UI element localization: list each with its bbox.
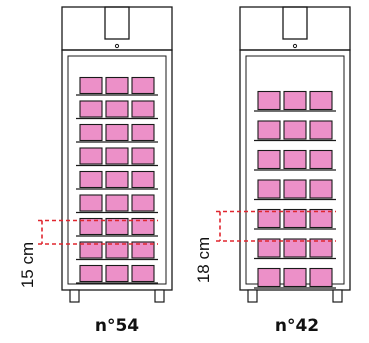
cabinet-1-container — [131, 264, 155, 283]
cabinet-2-container — [283, 208, 307, 229]
cabinet-2-container — [257, 90, 281, 111]
cabinet-1-container — [131, 241, 155, 259]
cabinet-1-spacing-label: 15 cm — [18, 241, 37, 289]
cabinet-2-container — [257, 120, 281, 140]
cabinet-1-container — [105, 264, 129, 283]
cabinet-1-container — [131, 76, 155, 95]
cabinet-1-container — [79, 76, 103, 95]
cabinet-1-container — [79, 123, 103, 142]
cabinet-1-lock-icon — [114, 43, 120, 49]
cabinet-2-container — [257, 208, 281, 229]
cabinet-2-container — [283, 238, 307, 258]
cabinet-1-container — [79, 147, 103, 165]
cabinet-2-container — [309, 90, 333, 111]
cabinet-2-container — [283, 149, 307, 170]
cabinet-2-container — [309, 208, 333, 229]
cabinet-1-door — [67, 55, 167, 285]
cabinet-1-container — [105, 123, 129, 142]
cabinet-2-container — [309, 149, 333, 170]
cabinet-2-foot-left — [247, 289, 258, 303]
cabinet-1-container — [79, 241, 103, 259]
cabinet-1-container — [79, 217, 103, 236]
cabinet-1-foot-left — [69, 289, 80, 303]
cabinet-1-container — [131, 194, 155, 212]
cabinet-1-control-panel — [104, 6, 130, 40]
cabinet-1-container — [105, 194, 129, 212]
cabinet-2-container — [309, 120, 333, 140]
cabinet-2-container — [257, 149, 281, 170]
cabinet-1-container — [105, 147, 129, 165]
cabinet-1-container — [105, 100, 129, 118]
cabinet-1-container — [79, 100, 103, 118]
cabinet-1-container — [105, 170, 129, 189]
cabinet-2-lock-icon — [292, 43, 298, 49]
cabinet-1-container — [79, 264, 103, 283]
cabinet-2-container — [257, 267, 281, 288]
cabinet-2-container — [283, 120, 307, 140]
cabinet-1-container — [105, 241, 129, 259]
cabinet-1-container — [131, 217, 155, 236]
cabinet-1-container — [131, 100, 155, 118]
cabinet-2-container — [309, 267, 333, 288]
cabinet-2-container — [283, 179, 307, 199]
cabinet-1-label: n°54 — [94, 316, 140, 336]
cabinet-1-container — [105, 217, 129, 236]
cabinet-2-container — [309, 238, 333, 258]
cabinet-1-container — [79, 194, 103, 212]
cabinet-2-body — [239, 49, 351, 291]
cabinet-2-foot-right — [332, 289, 343, 303]
cabinet-2-container — [283, 267, 307, 288]
cabinet-2-label: n°42 — [274, 316, 320, 336]
cabinet-1-container — [131, 147, 155, 165]
cabinet-2-spacing-label: 18 cm — [194, 236, 213, 284]
cabinet-1-container — [79, 170, 103, 189]
cabinet-2-container — [257, 238, 281, 258]
cabinet-1-body — [61, 49, 173, 291]
cabinet-1-container — [105, 76, 129, 95]
cabinet-2-container — [309, 179, 333, 199]
cabinet-1-foot-right — [154, 289, 165, 303]
cabinet-2-container — [283, 90, 307, 111]
cabinet-2-control-panel — [282, 6, 308, 40]
cabinet-2-container — [257, 179, 281, 199]
cabinet-1-container — [131, 123, 155, 142]
cabinet-1-container — [131, 170, 155, 189]
